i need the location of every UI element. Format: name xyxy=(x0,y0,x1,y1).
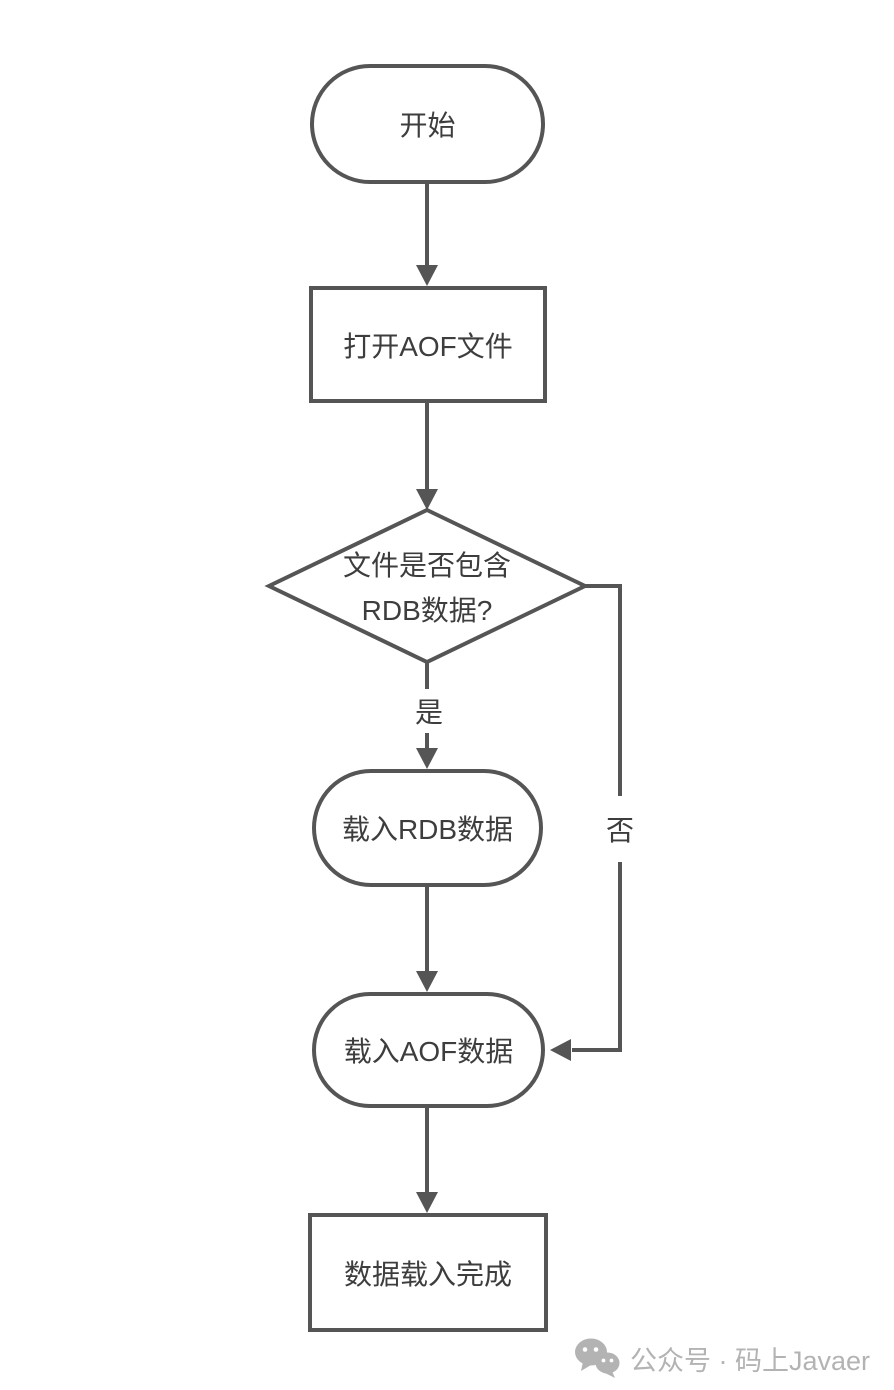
decision-node-label: 文件是否包含 RDB数据? xyxy=(277,543,577,633)
decision-label-line1: 文件是否包含 xyxy=(342,550,511,581)
end-node-load-complete: 数据载入完成 xyxy=(308,1213,548,1332)
watermark-text: 公众号 · 码上Javaer xyxy=(629,1345,870,1376)
process-node-load-aof-label: 载入AOF数据 xyxy=(343,1036,514,1067)
decision-label-line2: RDB数据? xyxy=(361,595,493,626)
watermark: 公众号 · 码上Javaer xyxy=(574,1338,870,1378)
decision-node-outline xyxy=(264,507,590,665)
arrow-open-aof-to-decision xyxy=(416,403,438,510)
process-node-open-aof: 打开AOF文件 xyxy=(309,286,547,403)
process-node-load-aof: 载入AOF数据 xyxy=(312,992,545,1108)
arrow-load-rdb-to-load-aof xyxy=(416,887,438,992)
edge-label-yes: 是 xyxy=(412,689,446,733)
start-node: 开始 xyxy=(310,64,545,184)
arrow-load-aof-to-complete xyxy=(416,1108,438,1213)
process-node-load-rdb-label: 载入RDB数据 xyxy=(341,814,514,845)
process-node-load-rdb: 载入RDB数据 xyxy=(312,769,543,887)
process-node-open-aof-label: 打开AOF文件 xyxy=(343,330,513,362)
start-node-label: 开始 xyxy=(399,110,456,141)
end-node-load-complete-label: 数据载入完成 xyxy=(343,1258,512,1290)
edge-label-no: 否 xyxy=(603,796,637,862)
wechat-icon xyxy=(574,1338,620,1378)
arrow-start-to-open-aof xyxy=(416,184,438,286)
